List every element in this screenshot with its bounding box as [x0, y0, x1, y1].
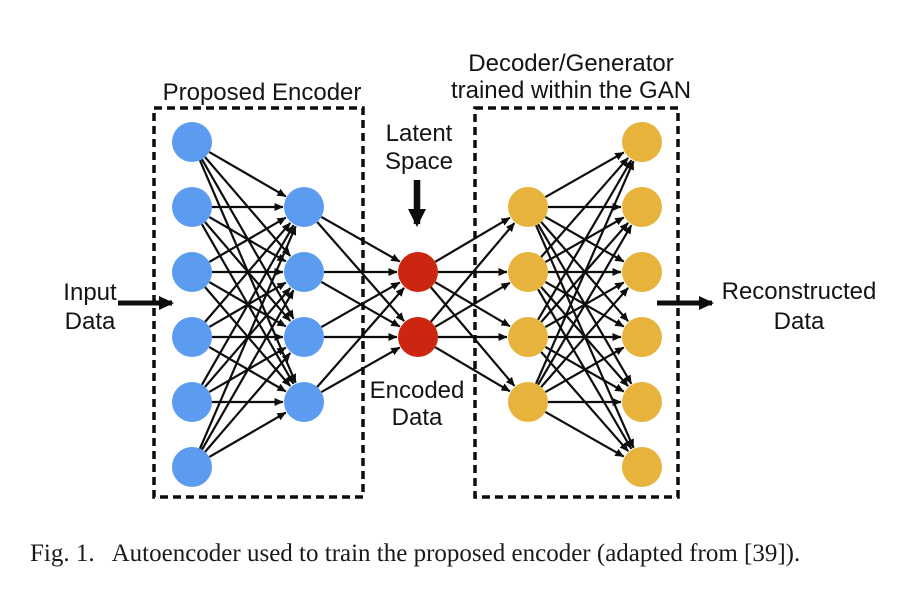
encoder-hidden-node [284, 252, 324, 292]
connection-arrow [537, 224, 633, 386]
connection-arrow [535, 160, 635, 385]
connection-arrow [434, 216, 511, 263]
decoder-output-node [622, 252, 662, 292]
decoder-generator-label: Decoder/Generator trained within the GAN [451, 50, 691, 104]
decoder-generator-line1: Decoder/Generator [468, 50, 674, 77]
encoder-input-node [172, 122, 212, 162]
encoder-input-node [172, 447, 212, 487]
encoder-hidden-node [284, 187, 324, 227]
connection-arrow [544, 151, 625, 199]
proposed-encoder-text: Proposed Encoder [162, 79, 362, 106]
latent-space-line1: Latent [385, 120, 453, 147]
connection-arrow [208, 411, 287, 458]
connection-arrow [430, 222, 516, 323]
decoder-output-node [622, 382, 662, 422]
decoder-output-node [622, 187, 662, 227]
encoder-input-node [172, 187, 212, 227]
connection-arrow [204, 352, 292, 453]
decoder-hidden-node [508, 382, 548, 422]
proposed-encoder-label: Proposed Encoder [163, 79, 362, 106]
connection-arrows-group [198, 151, 635, 458]
neuron-nodes-group [172, 122, 662, 487]
reconstructed-data-line2: Data [773, 308, 825, 335]
connection-arrow [544, 346, 625, 394]
input-data-line1: Input [63, 279, 117, 306]
decoder-output-node [622, 447, 662, 487]
latent-node [398, 252, 438, 292]
connection-arrow [434, 281, 511, 328]
decoder-generator-line2: trained within the GAN [450, 77, 692, 104]
flow-arrows-group [118, 180, 714, 310]
latent-space-label: Latent Space [385, 120, 453, 176]
connection-arrow [540, 287, 629, 388]
encoder-input-node [172, 382, 212, 422]
connection-arrow [198, 225, 297, 450]
encoded-data-line2: Data [391, 404, 443, 431]
connection-arrow [201, 224, 295, 386]
decoder-hidden-node [508, 187, 548, 227]
decoder-hidden-node [508, 317, 548, 357]
connection-arrow [540, 157, 629, 258]
connection-arrow [208, 216, 287, 263]
reconstructed-data-label: Reconstructed Data [722, 277, 877, 337]
reconstructed-data-line1: Reconstructed [721, 278, 877, 305]
input-data-label: Input Data [63, 278, 116, 336]
decoder-dashed-box [473, 106, 680, 499]
latent-node [398, 317, 438, 357]
encoder-hidden-node [284, 317, 324, 357]
connection-arrow [204, 222, 292, 323]
figure-caption: Fig. 1. Autoencoder used to train the pro… [30, 540, 800, 568]
encoder-hidden-node [284, 382, 324, 422]
connection-arrow [320, 215, 401, 263]
connection-arrow [208, 151, 287, 198]
latent-space-line2: Space [384, 148, 454, 175]
connection-arrow [434, 346, 511, 393]
encoded-data-line1: Encoded [369, 377, 465, 404]
encoder-input-node [172, 252, 212, 292]
encoded-data-label: Encoded Data [370, 377, 465, 431]
connection-arrow [316, 287, 405, 388]
connection-arrow [201, 289, 295, 451]
decoder-hidden-node [508, 252, 548, 292]
caption-text: Autoencoder used to train the proposed e… [111, 540, 801, 567]
decoder-output-node [622, 317, 662, 357]
encoder-input-node [172, 317, 212, 357]
decoder-output-node [622, 122, 662, 162]
connection-arrow [544, 410, 625, 458]
encoder-dashed-box [152, 106, 365, 499]
connection-arrow [537, 159, 633, 321]
connection-arrow [320, 346, 401, 394]
connection-arrow [320, 281, 401, 329]
figure-number: Fig. 1. [30, 540, 95, 567]
input-data-line2: Data [64, 308, 116, 335]
